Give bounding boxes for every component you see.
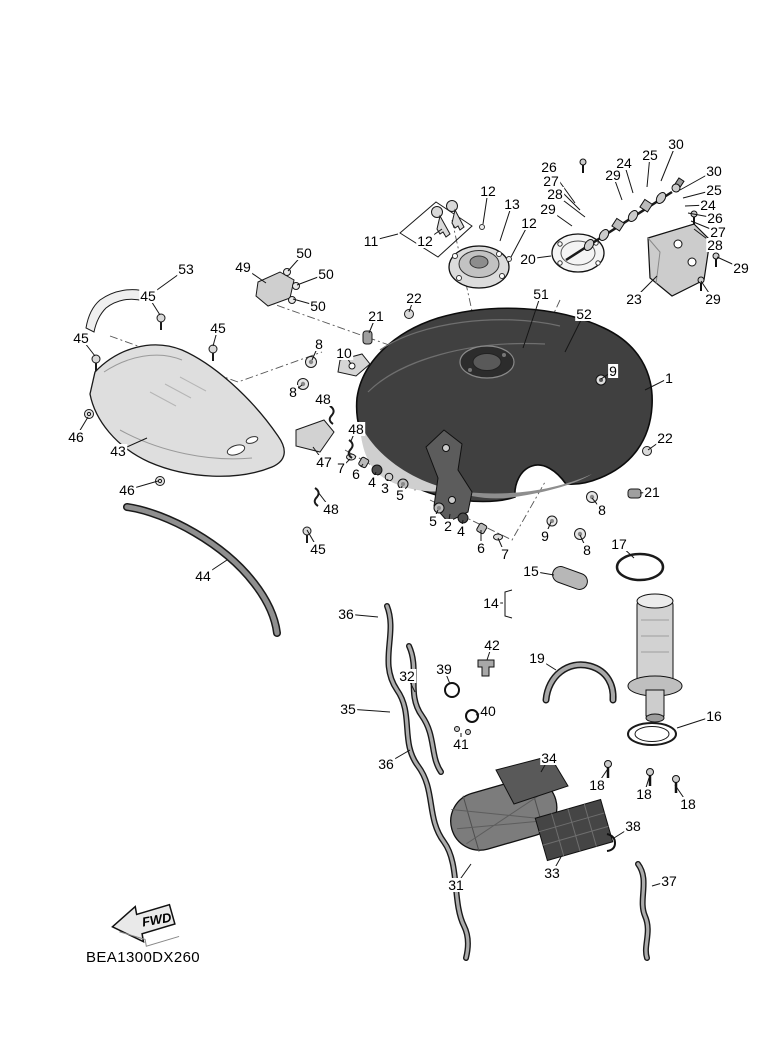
clips-48 xyxy=(313,405,354,507)
bracket-47 xyxy=(295,419,335,453)
bracket-23 xyxy=(647,223,720,297)
fuel-pump-assembly xyxy=(504,552,683,746)
trim-strip-53 xyxy=(85,289,149,333)
fuel-hose-19 xyxy=(542,661,617,704)
diagram-code: BEA1300DX260 xyxy=(86,949,201,966)
fwd-arrow: FWD xyxy=(111,903,180,947)
screw-41 xyxy=(454,726,460,732)
clamp-39 xyxy=(444,682,460,698)
separator-33 xyxy=(534,798,614,862)
rivets-46 xyxy=(84,409,165,486)
stay-bracket-2 xyxy=(425,429,473,523)
fittings-39-42 xyxy=(444,659,495,735)
joint-42 xyxy=(477,659,495,677)
fastener-rows xyxy=(346,453,503,541)
bolts-18 xyxy=(604,760,680,793)
fuel-tank-1 xyxy=(355,307,653,503)
bracket-49 xyxy=(255,268,300,307)
screw-41 xyxy=(465,729,471,735)
fwd-label: FWD xyxy=(141,910,173,930)
grommets-9 xyxy=(546,515,558,527)
callout-leader-lines xyxy=(75,143,742,887)
canister-assembly xyxy=(450,755,617,862)
dampers-21-22 xyxy=(362,309,652,499)
side-cover-43 xyxy=(89,344,285,477)
rubber-trim-44 xyxy=(123,503,281,637)
hoses-35-36-37 xyxy=(384,603,651,961)
canister-bracket-34 xyxy=(495,755,569,805)
hook-38 xyxy=(606,833,617,852)
fuel-cap-20 xyxy=(448,224,512,289)
keys-11-12-13 xyxy=(399,200,473,258)
clamp-40 xyxy=(465,709,479,723)
